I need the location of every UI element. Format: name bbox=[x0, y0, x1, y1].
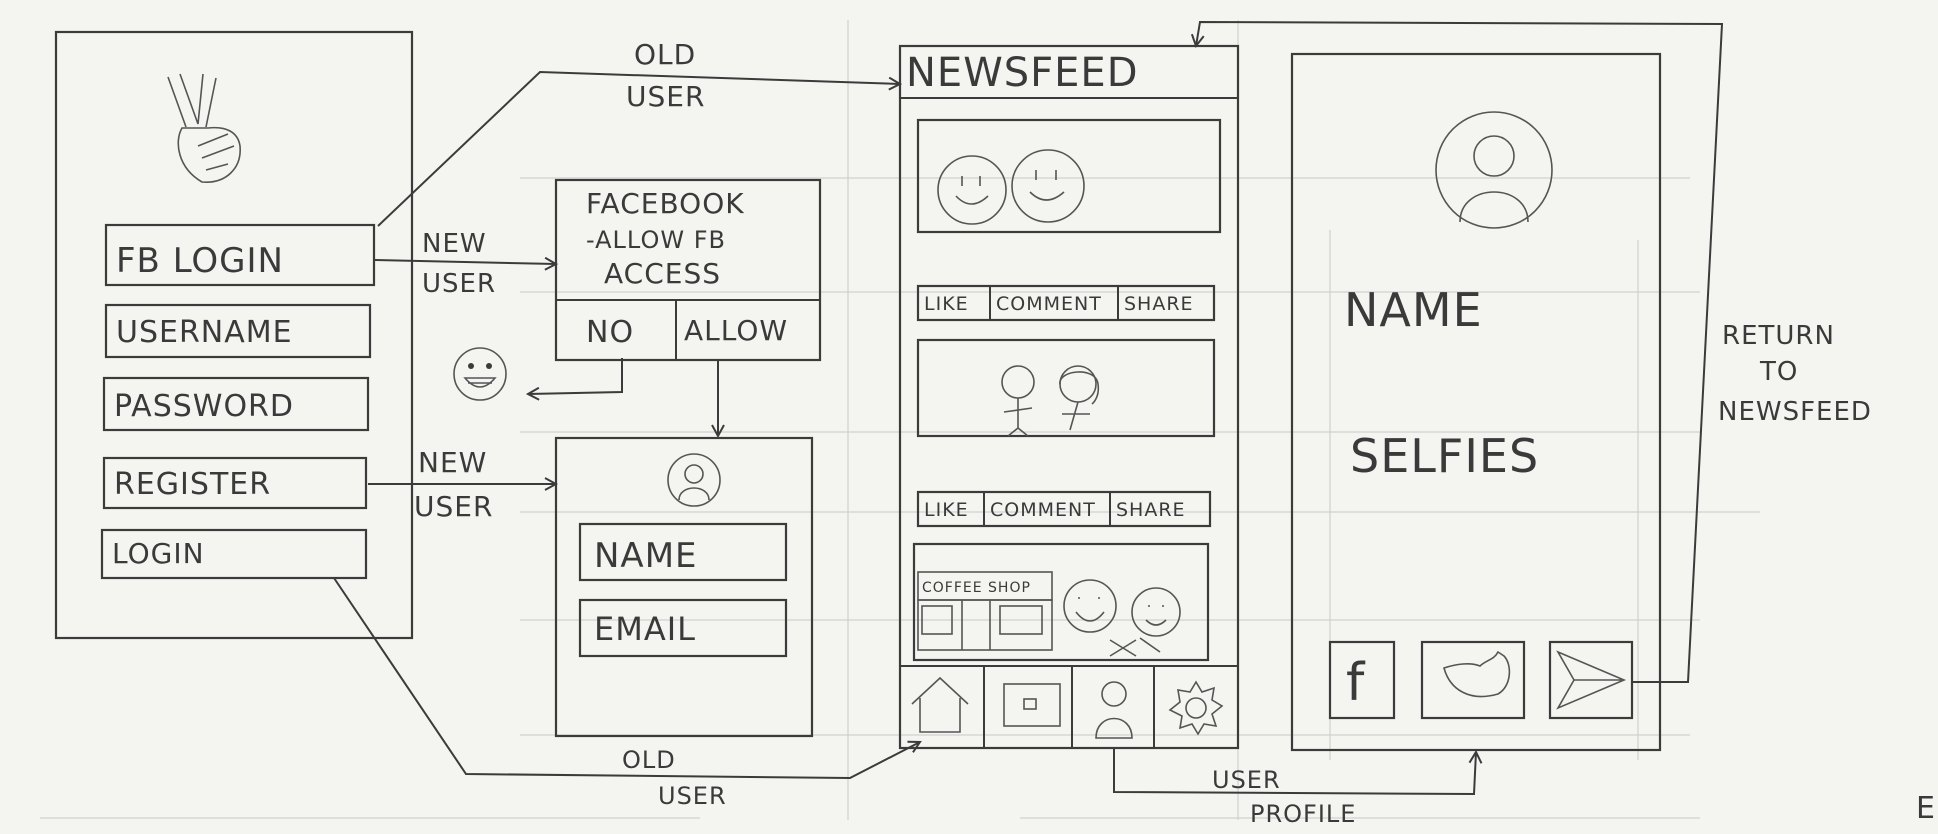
username-label: USERNAME bbox=[116, 315, 293, 350]
twitter-share-button[interactable] bbox=[1420, 640, 1526, 720]
old-user-top-2: USER bbox=[626, 80, 705, 113]
like-button-1[interactable]: LIKE bbox=[924, 293, 969, 315]
person-icon[interactable] bbox=[1095, 681, 1133, 739]
coffee-shop-sign: COFFEE SHOP bbox=[922, 580, 1031, 596]
profile-avatar-icon bbox=[1435, 111, 1553, 229]
name-field[interactable] bbox=[578, 522, 788, 582]
share-button-1[interactable]: SHARE bbox=[1124, 293, 1194, 315]
login-screen: FB LOGIN USERNAME PASSWORD REGISTER LOGI… bbox=[54, 30, 414, 640]
facebook-dialog: FACEBOOK -ALLOW FB ACCESS NO ALLOW bbox=[554, 178, 822, 362]
fb-login-label: FB LOGIN bbox=[116, 241, 284, 281]
send-share-button[interactable] bbox=[1548, 640, 1634, 720]
profile-screen: NAME SELFIES f bbox=[1290, 52, 1662, 752]
new-user-fb-2: USER bbox=[422, 269, 496, 299]
facebook-share-button[interactable] bbox=[1328, 640, 1396, 720]
comment-button-2[interactable]: COMMENT bbox=[990, 499, 1096, 521]
stick-figures-icon bbox=[1001, 365, 1100, 437]
fb-dialog-no[interactable]: NO bbox=[586, 315, 634, 350]
smiley-faces-icon bbox=[937, 149, 1085, 225]
camera-icon[interactable] bbox=[1003, 683, 1061, 727]
home-icon[interactable] bbox=[911, 676, 969, 733]
old-user-bottom-2: USER bbox=[658, 782, 727, 810]
register-name-label: NAME bbox=[594, 536, 698, 576]
share-button-2[interactable]: SHARE bbox=[1116, 499, 1186, 521]
login-button[interactable] bbox=[100, 528, 368, 580]
facebook-icon: f bbox=[1346, 653, 1366, 713]
old-user-top-1: OLD bbox=[634, 38, 696, 71]
register-email-label: EMAIL bbox=[594, 610, 696, 648]
comment-button-1[interactable]: COMMENT bbox=[996, 293, 1102, 315]
corner-mark: E bbox=[1916, 791, 1936, 826]
user-profile-2: PROFILE bbox=[1250, 800, 1356, 828]
username-field[interactable] bbox=[104, 303, 372, 359]
return-label-2: TO bbox=[1759, 357, 1798, 387]
register-label: REGISTER bbox=[114, 467, 271, 502]
send-icon bbox=[1556, 650, 1627, 710]
fb-login-button[interactable] bbox=[104, 223, 376, 287]
fb-dialog-allow[interactable]: ALLOW bbox=[684, 314, 788, 347]
like-button-2[interactable]: LIKE bbox=[924, 499, 969, 521]
password-field[interactable] bbox=[102, 376, 370, 432]
registration-screen: NAME EMAIL bbox=[554, 436, 814, 738]
password-label: PASSWORD bbox=[114, 389, 294, 424]
profile-selfies: SELFIES bbox=[1350, 429, 1539, 483]
fb-dialog-line2: -ALLOW FB bbox=[586, 226, 726, 254]
return-label-1: RETURN bbox=[1722, 321, 1835, 351]
avatar-icon bbox=[667, 453, 721, 507]
flow-arrows: OLD USER NEW USER NEW USER OLD USER USER… bbox=[333, 20, 1872, 828]
grinning-face-icon bbox=[453, 347, 507, 401]
email-field[interactable] bbox=[578, 598, 788, 658]
login-label: LOGIN bbox=[112, 537, 205, 570]
new-user-fb-1: NEW bbox=[422, 229, 487, 259]
new-user-reg-2: USER bbox=[414, 490, 493, 523]
newsfeed-screen: NEWSFEED LIKE COMMENT SHARE LIKE COMMENT bbox=[898, 44, 1240, 750]
old-user-bottom-1: OLD bbox=[622, 746, 676, 774]
twitter-icon bbox=[1443, 650, 1511, 698]
post-image-2[interactable] bbox=[916, 338, 1216, 438]
profile-name: NAME bbox=[1344, 283, 1483, 337]
newsfeed-title: NEWSFEED bbox=[906, 50, 1139, 96]
user-profile-1: USER bbox=[1212, 766, 1281, 794]
return-label-3: NEWSFEED bbox=[1718, 397, 1872, 427]
peace-hand-icon bbox=[167, 73, 241, 183]
register-button[interactable] bbox=[102, 456, 368, 510]
gear-icon[interactable] bbox=[1168, 680, 1224, 736]
post-image-3[interactable] bbox=[912, 542, 1210, 662]
new-user-reg-1: NEW bbox=[418, 446, 487, 479]
fb-dialog-line1: FACEBOOK bbox=[586, 187, 745, 220]
fb-dialog-line3: ACCESS bbox=[604, 257, 721, 290]
post-image-1[interactable] bbox=[916, 118, 1222, 234]
